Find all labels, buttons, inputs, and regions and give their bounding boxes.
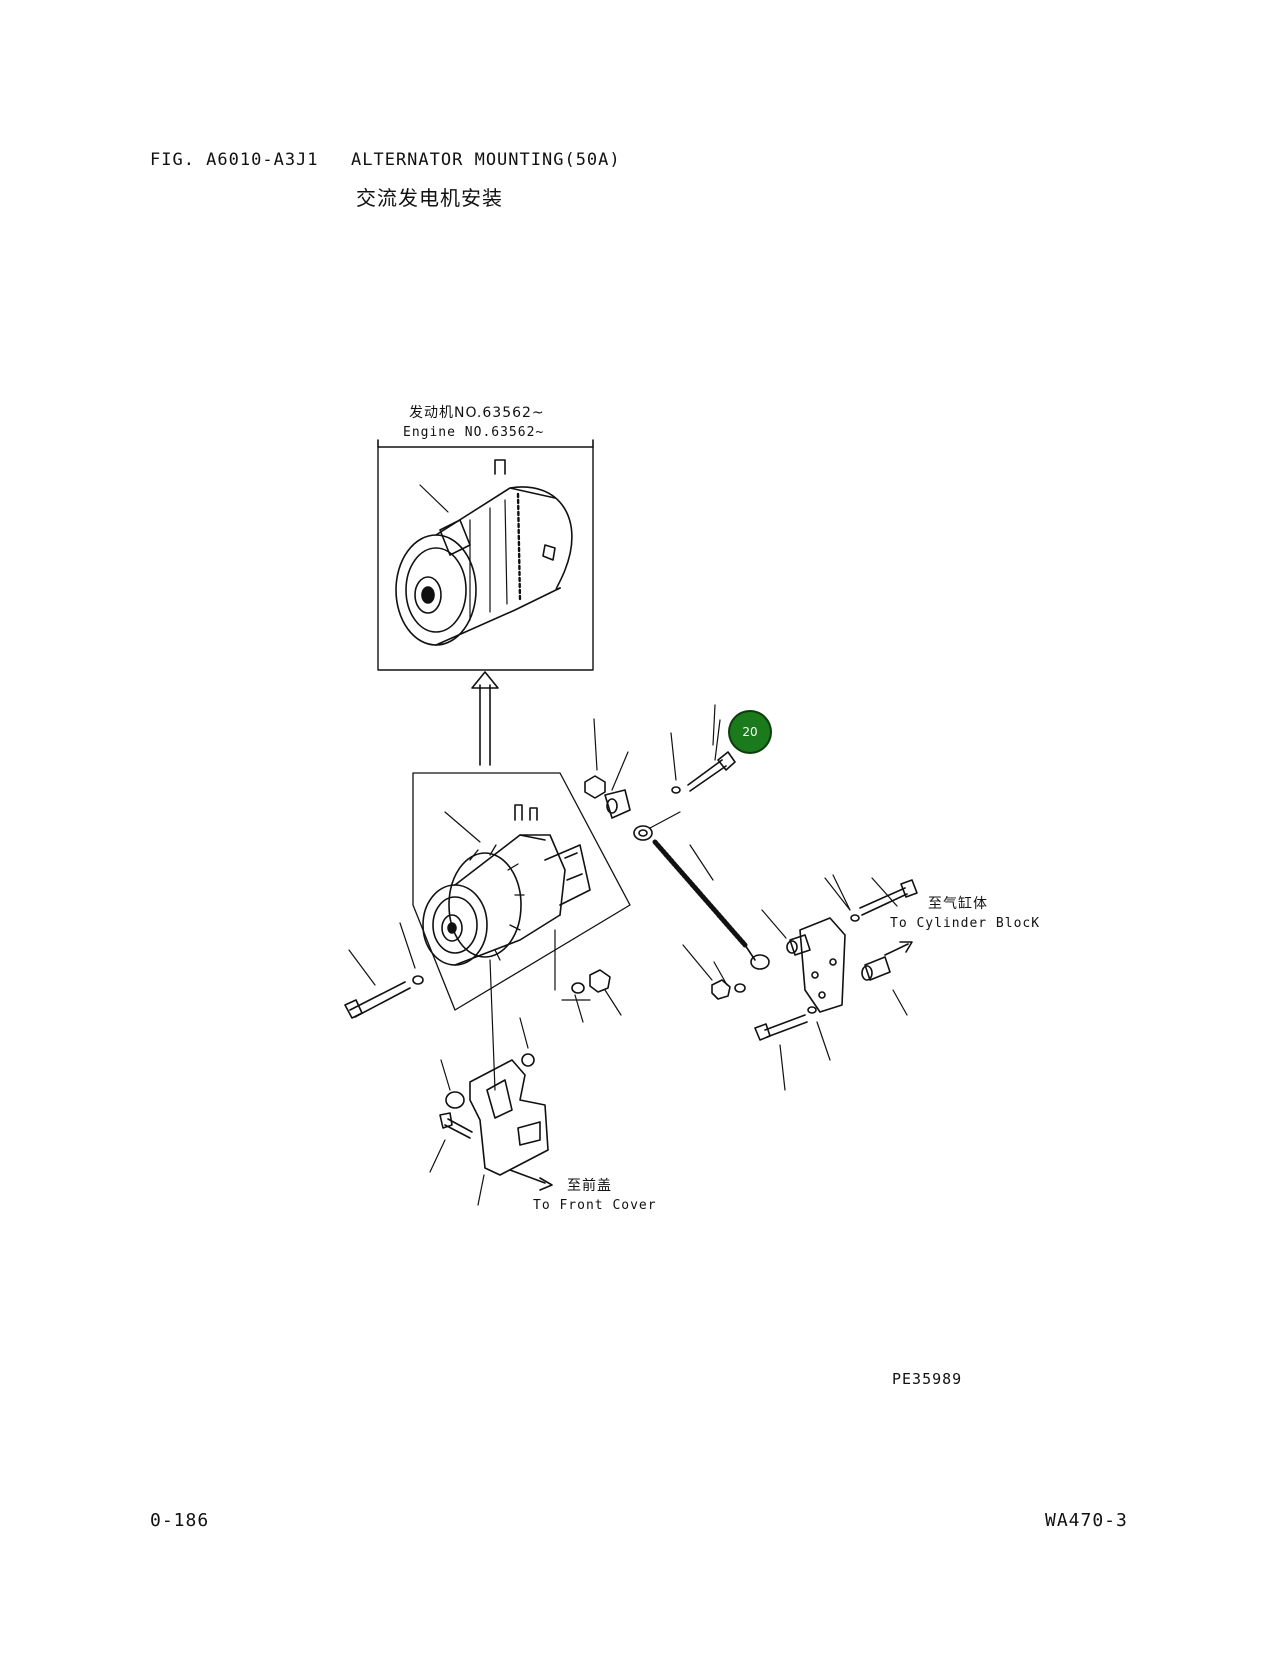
inset-alternator	[395, 459, 573, 646]
support-plate	[799, 917, 846, 1013]
leader-lines	[348, 704, 908, 1206]
inset-frame	[377, 439, 594, 671]
figure-title-cn: 交流发电机安装	[356, 186, 503, 210]
view-arrow	[471, 671, 499, 766]
lower-bracket	[439, 1053, 553, 1191]
part-callout-marker[interactable]: 20	[730, 712, 770, 752]
adjust-link	[652, 839, 770, 970]
assembly-bracket	[412, 772, 631, 1011]
main-alternator	[422, 804, 591, 966]
figure-title: ALTERNATOR MOUNTING(50A)	[351, 150, 621, 170]
cylinder-block-label-cn: 至气缸体	[928, 896, 988, 912]
drawing-id: PE35989	[892, 1370, 963, 1388]
hardware-parts	[344, 751, 918, 1041]
cylinder-arrow	[884, 941, 913, 956]
front-cover-label-en: To Front Cover	[533, 1198, 657, 1213]
figure-code: FIG. A6010-A3J1	[150, 150, 319, 170]
front-cover-label-cn: 至前盖	[567, 1178, 612, 1194]
page-number: 0-186	[150, 1510, 210, 1531]
inset-label-en: Engine NO.63562~	[403, 425, 545, 440]
cylinder-block-label-en: To Cylinder BlocK	[890, 916, 1041, 931]
inset-label-cn: 发动机NO.63562~	[409, 405, 545, 421]
machine-model: WA470-3	[1045, 1510, 1128, 1531]
